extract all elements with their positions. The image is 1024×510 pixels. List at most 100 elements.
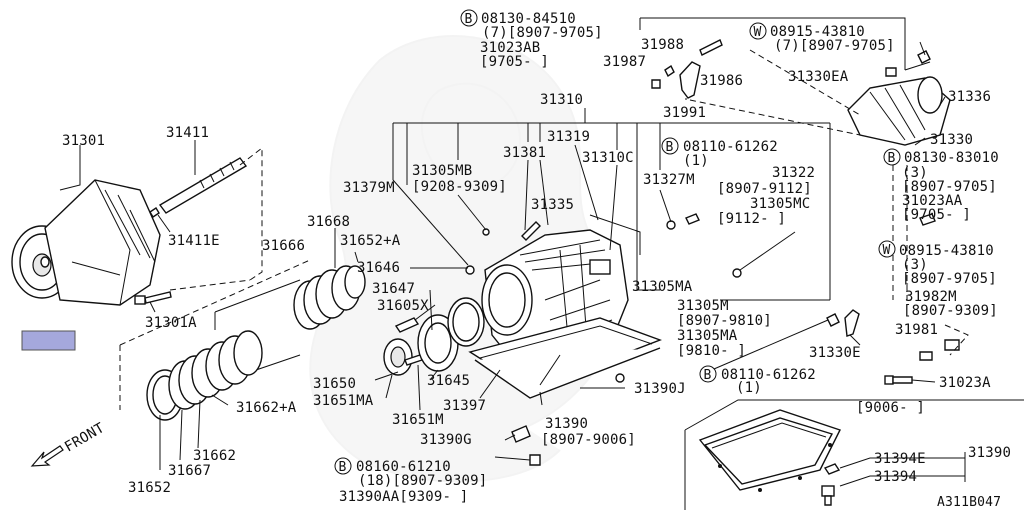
- label-08915-qty-bottom: (3): [902, 257, 928, 273]
- bracket-31986[interactable]: [679, 61, 701, 99]
- oil-pan-inset[interactable]: [698, 409, 841, 492]
- input-shaft[interactable]: [158, 157, 248, 214]
- label-31322[interactable]: 31322: [772, 165, 815, 181]
- label-31310[interactable]: 31310: [540, 92, 583, 108]
- rod-31986[interactable]: [699, 39, 723, 56]
- pin-31988[interactable]: [664, 64, 675, 78]
- label-31666[interactable]: 31666: [262, 238, 305, 254]
- label-31390aa[interactable]: 31390AA[9309- ]: [339, 489, 468, 505]
- label-31662a[interactable]: 31662+A: [236, 400, 297, 416]
- svg-text:B: B: [339, 460, 347, 475]
- label-31301[interactable]: 31301: [62, 133, 105, 149]
- label-31650[interactable]: 31650: [313, 376, 356, 392]
- label-31651m[interactable]: 31651M: [392, 412, 444, 428]
- tube-31381[interactable]: [521, 221, 541, 241]
- label-31646[interactable]: 31646: [357, 260, 400, 276]
- label-31394e[interactable]: 31394E: [874, 451, 926, 467]
- label-31394[interactable]: 31394: [874, 469, 917, 485]
- label-31301a[interactable]: 31301A: [145, 315, 197, 331]
- label-31411[interactable]: 31411: [166, 125, 209, 141]
- label-31305ma-2[interactable]: 31305MA: [677, 328, 738, 344]
- label-31390g[interactable]: 31390G: [420, 432, 472, 448]
- selected-part-highlight[interactable]: [21, 330, 76, 351]
- inset-frame: [684, 399, 1024, 510]
- label-31023a[interactable]: 31023A: [939, 375, 991, 391]
- label-08915-43810-bottom[interactable]: 08915-43810: [899, 243, 994, 259]
- bolt-08110-top[interactable]: [685, 213, 700, 225]
- label-08110-61262-top[interactable]: 08110-61262: [683, 139, 778, 155]
- plug-31327m[interactable]: [666, 220, 676, 230]
- bolt-08110-bottom[interactable]: [826, 313, 840, 327]
- bolt-31301a[interactable]: [134, 291, 172, 305]
- label-31335[interactable]: 31335: [531, 197, 574, 213]
- svg-text:B: B: [465, 12, 473, 27]
- label-31305ma[interactable]: 31305MA: [632, 279, 693, 295]
- bolt-31023aa[interactable]: [919, 213, 936, 226]
- leader: [919, 41, 926, 56]
- gasket-31394e[interactable]: [823, 463, 841, 475]
- extension-housing[interactable]: [847, 50, 951, 146]
- label-31379m[interactable]: 31379M: [343, 180, 395, 196]
- label-31397[interactable]: 31397: [443, 398, 486, 414]
- label-31330[interactable]: 31330: [930, 132, 973, 148]
- label-31319[interactable]: 31319: [547, 129, 590, 145]
- label-31305mb-date: [9208-9309]: [412, 179, 507, 195]
- label-08130-84510-qty: (7)[8907-9705]: [482, 25, 603, 41]
- label-31327m[interactable]: 31327M: [643, 172, 695, 188]
- label-31651ma[interactable]: 31651MA: [313, 393, 374, 409]
- label-31305mc[interactable]: 31305MC: [750, 196, 810, 212]
- label-31991[interactable]: 31991: [663, 105, 706, 121]
- guide-dash-31981: [944, 324, 969, 356]
- label-31652[interactable]: 31652: [128, 480, 171, 496]
- label-31330ea[interactable]: 31330EA: [788, 69, 849, 85]
- label-31987[interactable]: 31987: [603, 54, 646, 70]
- label-31390-inset[interactable]: 31390: [968, 445, 1011, 461]
- label-31381[interactable]: 31381: [503, 145, 546, 161]
- pin-31305mb[interactable]: [482, 228, 490, 236]
- drain-plug[interactable]: [529, 454, 541, 466]
- label-31986[interactable]: 31986: [700, 73, 743, 89]
- label-31605x[interactable]: 31605X: [377, 298, 429, 314]
- label-31647[interactable]: 31647: [372, 281, 415, 297]
- label-31411e[interactable]: 31411E: [168, 233, 220, 249]
- oil-pan[interactable]: [468, 317, 662, 399]
- label-08160-61210[interactable]: 08160-61210: [356, 459, 451, 475]
- label-31305mb[interactable]: 31305MB: [412, 163, 472, 179]
- label-31310c[interactable]: 31310C: [582, 150, 634, 166]
- torque-converter-assembly[interactable]: [11, 179, 161, 306]
- label-31667[interactable]: 31667: [168, 463, 211, 479]
- label-08915-43810-top[interactable]: 08915-43810: [770, 24, 865, 40]
- label-31023ab[interactable]: 31023AB: [480, 40, 540, 56]
- clutch-plates[interactable]: [146, 265, 366, 421]
- gasket-31335[interactable]: [589, 214, 641, 255]
- label-31390j[interactable]: 31390J: [634, 381, 686, 397]
- label-31645[interactable]: 31645: [427, 373, 470, 389]
- label-08110-61262-bottom[interactable]: 08110-61262: [721, 367, 816, 383]
- label-08130-83010[interactable]: 08130-83010: [904, 150, 999, 166]
- label-31336[interactable]: 31336: [948, 89, 991, 105]
- label-31668[interactable]: 31668: [307, 214, 350, 230]
- label-31662[interactable]: 31662: [193, 448, 236, 464]
- label-31982m[interactable]: 31982M: [905, 289, 957, 305]
- label-31390[interactable]: 31390: [545, 416, 588, 432]
- clip-31981[interactable]: [944, 339, 960, 351]
- clutch-axis-dash: [119, 259, 311, 346]
- bracket-31330e[interactable]: [844, 309, 860, 337]
- label-31652a[interactable]: 31652+A: [340, 233, 401, 249]
- clip-31981b[interactable]: [919, 351, 933, 361]
- bolt-31987[interactable]: [651, 79, 661, 89]
- clip-31390g[interactable]: [511, 425, 531, 443]
- label-31988[interactable]: 31988: [641, 37, 684, 53]
- svg-text:B: B: [666, 140, 674, 155]
- plug-31390j[interactable]: [615, 373, 625, 383]
- label-31305m[interactable]: 31305M: [677, 298, 729, 314]
- bolt-31023a[interactable]: [884, 375, 913, 385]
- plug-31305mc[interactable]: [732, 268, 742, 278]
- plug-31394[interactable]: [821, 485, 835, 506]
- label-08130-84510[interactable]: 08130-84510: [481, 11, 576, 27]
- label-31023aa[interactable]: 31023AA: [902, 193, 963, 209]
- label-31981[interactable]: 31981: [895, 322, 938, 338]
- label-31305ma-2-date: [9810- ]: [677, 343, 746, 359]
- label-31330e[interactable]: 31330E: [809, 345, 861, 361]
- shaft-seal-31411e[interactable]: [149, 207, 160, 218]
